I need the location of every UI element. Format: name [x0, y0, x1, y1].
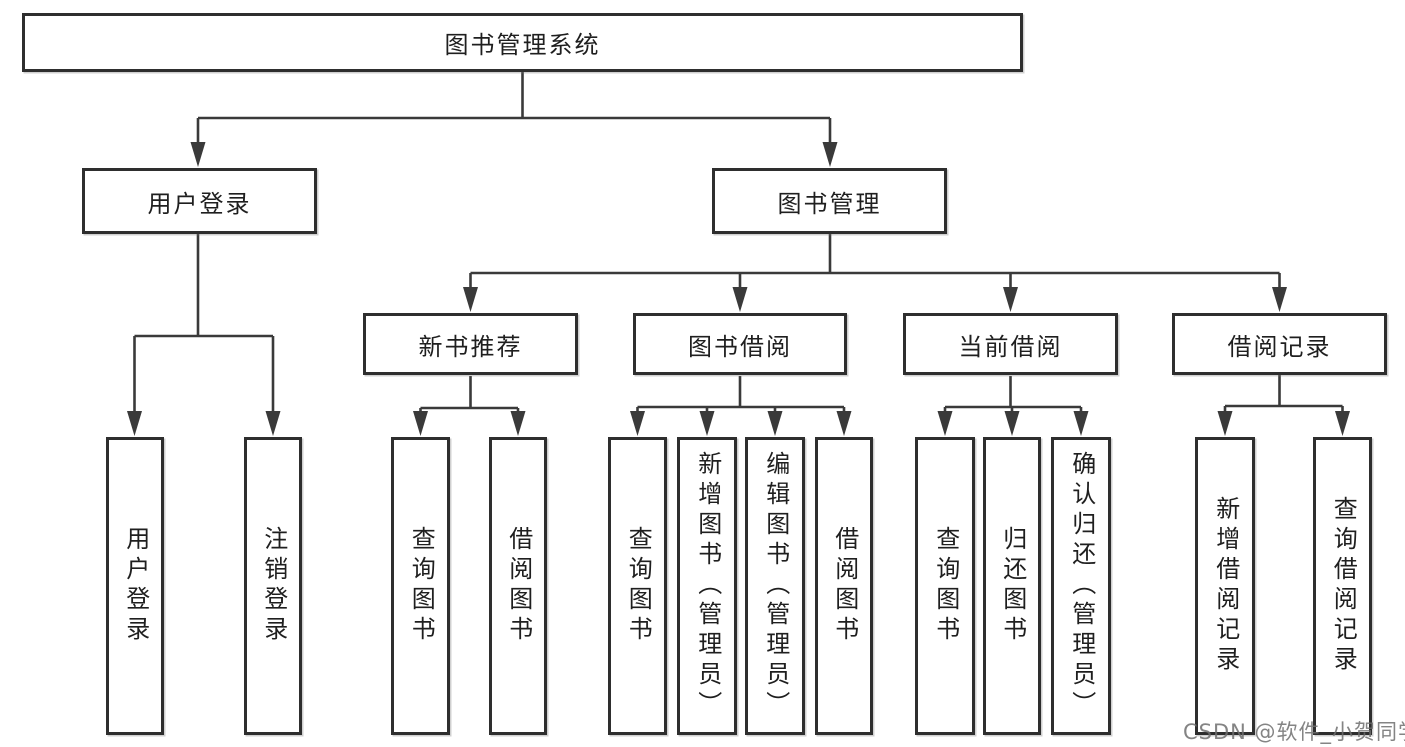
leaf-bb-add-books-admin: 新增图书（管理员） [677, 437, 737, 735]
node-root: 图书管理系统 [22, 13, 1023, 72]
leaf-bb-edit-books-admin: 编辑图书（管理员） [745, 437, 805, 735]
node-borrow-records-label: 借阅记录 [1227, 332, 1332, 361]
leaf-nbr-query-books: 查询图书 [391, 437, 450, 735]
leaf-bb-add-books-admin-label: 新增图书（管理员） [693, 451, 722, 721]
node-current-borrow: 当前借阅 [903, 313, 1118, 375]
leaf-cb-query-books-label: 查询图书 [931, 526, 960, 646]
leaf-user-login-label: 用户登录 [121, 526, 150, 646]
leaf-cb-confirm-return-admin-label: 确认归还（管理员） [1067, 451, 1096, 721]
leaf-bb-edit-books-admin-label: 编辑图书（管理员） [761, 451, 790, 721]
node-user-login: 用户登录 [82, 168, 317, 234]
node-book-borrow: 图书借阅 [633, 313, 847, 375]
leaf-bb-query-books: 查询图书 [608, 437, 667, 735]
leaf-bb-query-books-label: 查询图书 [624, 526, 653, 646]
leaf-cb-return-books-label: 归还图书 [998, 526, 1027, 646]
leaf-br-query-record-label: 查询借阅记录 [1329, 496, 1358, 676]
node-root-label: 图书管理系统 [444, 31, 601, 59]
node-book-management-label: 图书管理 [777, 189, 882, 218]
node-borrow-records: 借阅记录 [1172, 313, 1387, 375]
node-new-book-recommend-label: 新书推荐 [418, 332, 523, 361]
leaf-logout: 注销登录 [244, 437, 302, 735]
node-user-login-label: 用户登录 [147, 189, 252, 218]
leaf-br-add-record-label: 新增借阅记录 [1211, 496, 1240, 676]
node-book-borrow-label: 图书借阅 [688, 332, 792, 361]
leaf-cb-query-books: 查询图书 [915, 437, 975, 735]
csdn-watermark: CSDN @软件_小贺同学 [1183, 720, 1405, 744]
leaf-br-add-record: 新增借阅记录 [1195, 437, 1255, 735]
leaf-logout-label: 注销登录 [259, 526, 288, 646]
leaf-bb-borrow-books: 借阅图书 [815, 437, 873, 735]
leaf-user-login: 用户登录 [106, 437, 164, 735]
leaf-nbr-borrow-books-label: 借阅图书 [504, 526, 533, 646]
leaf-nbr-borrow-books: 借阅图书 [489, 437, 547, 735]
leaf-nbr-query-books-label: 查询图书 [407, 526, 436, 646]
node-current-borrow-label: 当前借阅 [958, 332, 1063, 361]
leaf-br-query-record: 查询借阅记录 [1313, 437, 1372, 735]
leaf-cb-confirm-return-admin: 确认归还（管理员） [1051, 437, 1111, 735]
node-new-book-recommend: 新书推荐 [363, 313, 578, 375]
leaf-cb-return-books: 归还图书 [983, 437, 1041, 735]
node-book-management: 图书管理 [712, 168, 947, 234]
leaf-bb-borrow-books-label: 借阅图书 [830, 526, 859, 646]
